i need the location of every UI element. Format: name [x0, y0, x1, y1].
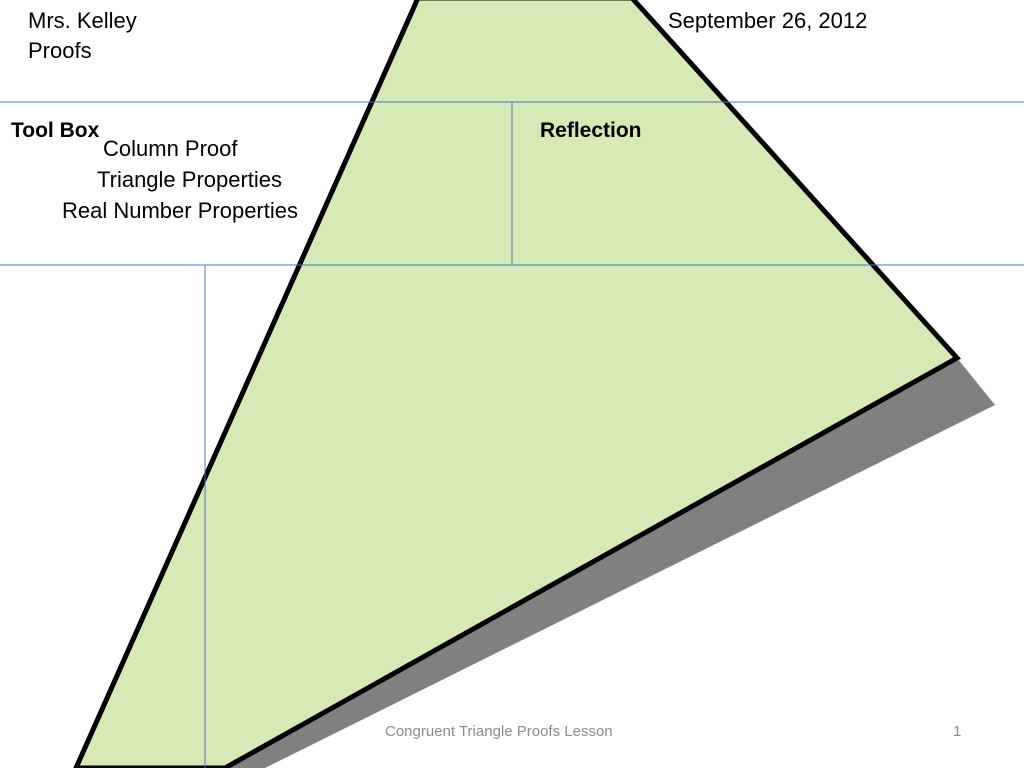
tool-item-real-number-properties: Real Number Properties [62, 198, 298, 223]
triangle-shadow [225, 358, 995, 768]
footer-title: Congruent Triangle Proofs Lesson [385, 723, 613, 740]
green-triangle [73, 0, 961, 768]
lesson-date: September 26, 2012 [668, 8, 868, 33]
teacher-name: Mrs. Kelley [28, 8, 137, 33]
page-number: 1 [953, 723, 962, 740]
tool-box-label: Tool Box [11, 119, 100, 142]
tool-item-triangle-properties: Triangle Properties [97, 167, 283, 192]
reflection-label: Reflection [540, 119, 642, 142]
lesson-topic: Proofs [28, 38, 92, 63]
tool-item-column-proof: Column Proof [103, 136, 238, 161]
